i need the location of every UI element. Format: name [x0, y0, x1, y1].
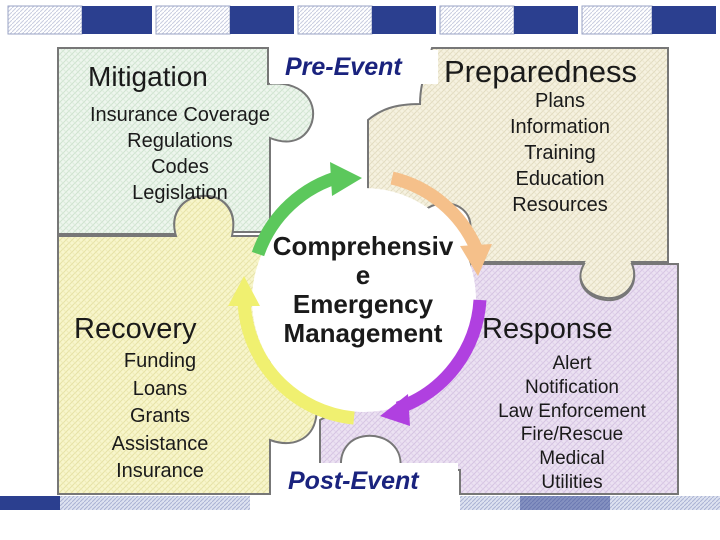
preparedness-item: Resources: [512, 194, 608, 216]
center-disc: [252, 188, 476, 412]
mitigation-item: Codes: [151, 156, 209, 178]
preparedness-item: Information: [509, 116, 611, 138]
response-item: Fire/Rescue: [520, 424, 624, 446]
arrow-icon: [390, 171, 482, 251]
response-title: Response: [482, 313, 613, 345]
mitigation-title: Mitigation: [88, 61, 208, 92]
center-label-line: Comprehensiv: [272, 231, 454, 261]
center-label-line: Emergency: [292, 289, 434, 319]
response-item: Medical: [539, 448, 605, 470]
preparedness-item: Plans: [534, 90, 586, 112]
recovery-item: Loans: [132, 377, 188, 400]
recovery-item: Grants: [129, 405, 191, 427]
recovery-item: Insurance: [116, 460, 204, 482]
arrow-icon: [228, 276, 260, 306]
post-event-box: [272, 463, 458, 501]
arrow-icon: [251, 169, 344, 257]
top-bar-pattern: [7, 5, 716, 35]
arrow-icon: [330, 162, 362, 196]
top-decorative-bar: [0, 0, 720, 40]
preparedness-item: Education: [515, 168, 605, 190]
response-item: Notification: [524, 376, 619, 398]
response-item: Law Enforcement: [498, 400, 646, 422]
arrow-icon: [380, 394, 410, 426]
center-label: Comprehensiv e Emergency Management: [273, 232, 454, 348]
mitigation-item: Insurance Coverage: [89, 104, 271, 126]
center-label-line: e: [355, 260, 371, 290]
recovery-item: Funding: [123, 350, 197, 372]
recovery-title: Recovery: [74, 313, 197, 345]
mitigation-item: Legislation: [132, 182, 228, 204]
pre-event-label: Pre-Event: [285, 53, 402, 81]
response-item: Alert: [552, 353, 592, 374]
response-items: Alert Notification Law Enforcement Fire/…: [498, 352, 646, 495]
pre-event-box: [270, 50, 438, 84]
preparedness-item: Training: [524, 142, 596, 164]
post-event-label: Post-Event: [288, 467, 419, 495]
bottom-decorative-bar: [0, 490, 720, 514]
response-item: Utilities: [541, 471, 603, 493]
recovery-item: Assistance: [111, 432, 209, 455]
arrow-icon: [237, 299, 355, 425]
arrow-icon: [460, 244, 492, 276]
center-label-line: Management: [283, 318, 443, 348]
preparedness-title: Preparedness: [444, 54, 638, 89]
preparedness-items: Plans Information Training Education Res…: [510, 88, 610, 218]
bottom-bar-pattern: [0, 496, 720, 510]
arrow-icon: [395, 299, 487, 415]
mitigation-item: Regulations: [127, 130, 233, 152]
recovery-items: Funding Loans Grants Assistance Insuranc…: [112, 348, 209, 486]
mitigation-items: Insurance Coverage Regulations Codes Leg…: [90, 102, 270, 206]
